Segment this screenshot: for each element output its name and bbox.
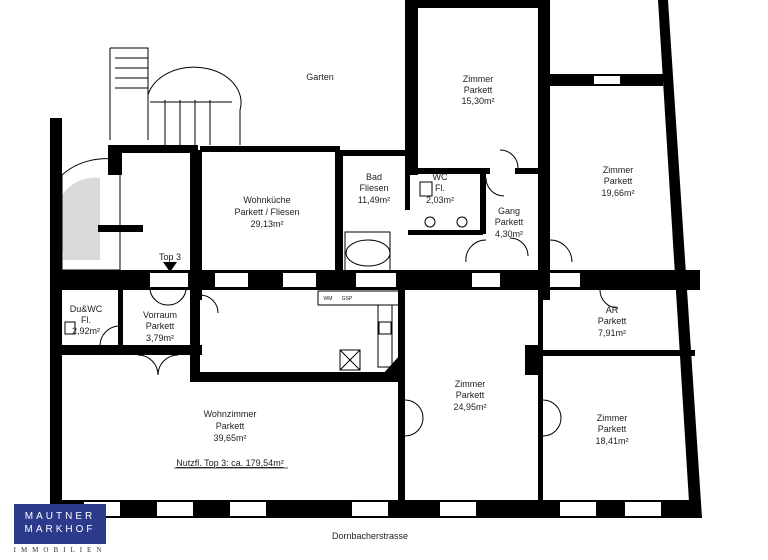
- room-wohnzimmer: Wohnzimmer Parkett 39,65m²: [204, 409, 257, 443]
- sink-icon: [456, 216, 468, 228]
- room-floor: Parkett: [495, 217, 524, 227]
- room-name: Zimmer: [597, 413, 628, 423]
- room-floor: Fl.: [81, 315, 91, 325]
- room-area: 2,92m²: [72, 326, 100, 336]
- room-area: 39,65m²: [213, 433, 246, 443]
- room-name: Wohnzimmer: [204, 409, 257, 419]
- sink-icon: [424, 216, 436, 228]
- room-name: Gang: [498, 206, 520, 216]
- room-floor: Fl.: [435, 183, 445, 193]
- company-logo: MAUTNER MARKHOF: [14, 504, 106, 544]
- room-vorraum: Vorraum Parkett 3,79m²: [143, 310, 177, 343]
- room-area: 24,95m²: [453, 402, 486, 412]
- room-zimmer-15: Zimmer Parkett 15,30m²: [461, 74, 494, 106]
- toilet-icon: [419, 181, 433, 197]
- room-area: 2,03m²: [426, 195, 454, 205]
- stove-icon: [378, 321, 392, 335]
- room-area: 29,13m²: [250, 219, 283, 229]
- room-name: AR: [606, 305, 619, 315]
- room-wc: WC Fl. 2,03m²: [426, 172, 454, 205]
- street-label: Dornbacherstrasse: [332, 531, 408, 541]
- room-floor: Parkett: [598, 316, 627, 326]
- room-area: 3,79m²: [146, 333, 174, 343]
- room-du-wc: Du&WC Fl. 2,92m²: [70, 304, 103, 336]
- logo-line1: MAUTNER: [24, 511, 96, 522]
- entrance-arrow-icon: [163, 262, 177, 272]
- room-ar: AR Parkett 7,91m²: [598, 305, 627, 338]
- logo-line2: MARKHOF: [24, 524, 96, 535]
- room-area: 11,49m²: [358, 195, 390, 205]
- doors: [99, 149, 619, 437]
- room-floor: Parkett: [464, 85, 493, 95]
- room-floor: Parkett: [604, 176, 633, 186]
- walls: [50, 0, 702, 518]
- washer-label: WM: [324, 296, 333, 302]
- room-zimmer-24: Zimmer Parkett 24,95m²: [453, 379, 486, 412]
- room-area: 4,30m²: [495, 229, 523, 239]
- room-floor: Fliesen: [359, 183, 388, 193]
- shower-icon: [64, 321, 76, 335]
- room-floor: Parkett: [456, 390, 485, 400]
- room-wohnkueche: Wohnküche Parkett / Fliesen 29,13m²: [234, 195, 299, 229]
- room-floor: Parkett: [598, 424, 627, 434]
- room-floor: Parkett: [216, 421, 245, 431]
- room-zimmer-18: Zimmer Parkett 18,41m²: [595, 413, 628, 446]
- room-area: 15,30m²: [461, 96, 494, 106]
- bathtub-icon: [345, 239, 391, 267]
- total-area-label: Nutzfl. Top 3: ca. 179,54m²: [176, 458, 283, 468]
- room-name: Bad: [366, 172, 382, 182]
- staircase: [61, 47, 242, 271]
- room-name: Vorraum: [143, 310, 177, 320]
- dishwasher-label: GSP: [342, 296, 353, 302]
- garden-label: Garten: [306, 72, 334, 82]
- room-name: WC: [433, 172, 448, 182]
- room-floor: Parkett: [146, 321, 175, 331]
- room-area: 7,91m²: [598, 328, 626, 338]
- room-gang: Gang Parkett 4,30m²: [495, 206, 524, 239]
- room-name: Du&WC: [70, 304, 103, 314]
- room-bad: Bad Fliesen 11,49m²: [358, 172, 390, 205]
- room-floor: Parkett / Fliesen: [234, 207, 299, 217]
- room-name: Zimmer: [603, 165, 634, 175]
- logo-subtitle: IMMOBILIEN: [13, 546, 107, 554]
- room-name: Zimmer: [455, 379, 486, 389]
- kitchen-counter: [317, 290, 401, 306]
- entrance-label: Top 3: [159, 252, 181, 262]
- room-zimmer-19: Zimmer Parkett 19,66m²: [601, 165, 634, 198]
- fixtures: [64, 181, 468, 371]
- room-name: Zimmer: [463, 74, 494, 84]
- room-name: Wohnküche: [243, 195, 290, 205]
- room-area: 18,41m²: [595, 436, 628, 446]
- room-area: 19,66m²: [601, 188, 634, 198]
